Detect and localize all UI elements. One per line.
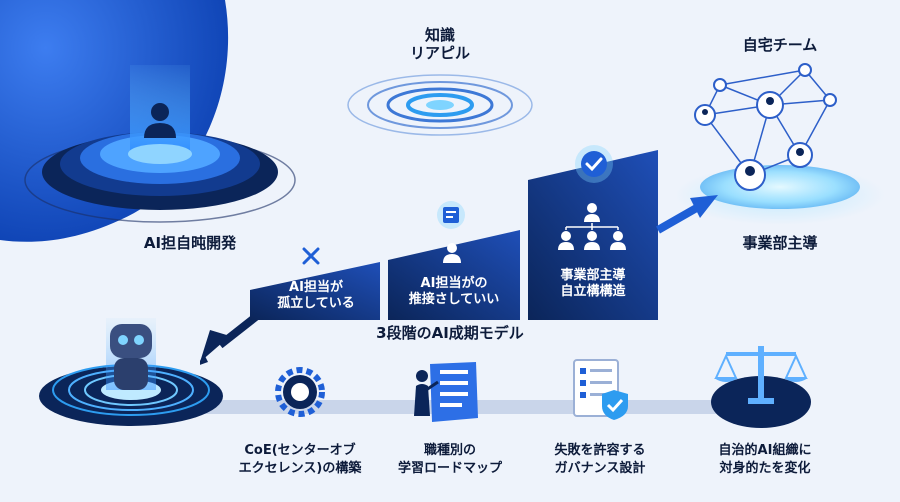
coe-label: CoE(センターオブ エクセレンス)の構築 <box>220 442 380 477</box>
coe-label-line1: CoE(センターオブ <box>244 443 356 458</box>
knowledge-label-line2: リアピル <box>409 44 470 62</box>
roadmap-icon <box>414 362 478 422</box>
document-icon <box>437 201 465 229</box>
step-3-line1: 事業部主導 <box>560 268 626 283</box>
team-network-illustration <box>675 63 885 225</box>
autonomous-label-line2: 対身的たを変化 <box>719 460 811 476</box>
roadmap-label-line2: 学習ロードマップ <box>397 460 502 476</box>
check-icon <box>575 145 613 183</box>
coe-label-line2: エクセレンス)の構築 <box>238 460 362 476</box>
checklist-shield-icon <box>573 359 628 420</box>
ai-development-label: AI担自旽開発 <box>143 234 237 252</box>
governance-label-line1: 失敗を許容する <box>554 443 646 458</box>
roadmap-label-line1: 職種別の <box>423 443 476 458</box>
knowledge-label-line1: 知識 <box>424 26 455 44</box>
business-led-label: 事業部主導 <box>742 234 818 252</box>
home-team-label: 自宅チーム <box>742 36 818 54</box>
knowledge-ripple-icon <box>347 74 533 136</box>
autonomous-label: 自治的AI組織に 対身的たを変化 <box>690 442 840 477</box>
step-3-label: 事業部主導 自立構構造 <box>528 268 658 301</box>
x-icon <box>302 247 320 265</box>
org-chart-icon <box>558 203 626 250</box>
gear-icon <box>275 367 325 417</box>
maturity-staircase <box>200 150 718 365</box>
step-1-line2: 孤立している <box>277 296 355 312</box>
step-3-line2: 自立構構造 <box>560 284 626 300</box>
step-2-line2: 推接さしていい <box>408 292 500 308</box>
person-icon <box>443 243 461 263</box>
roadmap-label: 職種別の 学習ロードマップ <box>380 442 520 477</box>
knowledge-label: 知識 リアピル <box>390 26 490 62</box>
autonomous-label-line1: 自治的AI組織に <box>718 443 812 458</box>
step-1-line1: AI担当が <box>289 280 343 295</box>
step-1-label: AI担当が 孤立している <box>252 280 380 313</box>
step-2-label: AI担当がの 推接さしていい <box>388 276 520 309</box>
governance-label-line2: ガバナンス設計 <box>554 460 646 476</box>
governance-label: 失敗を許容する ガバナンス設計 <box>530 442 670 477</box>
ai-platform-illustration <box>24 65 296 223</box>
model-title: 3段階のAI成期モデル <box>376 324 524 342</box>
step-2-line1: AI担当がの <box>420 276 488 291</box>
balance-scale-icon <box>711 346 811 428</box>
robot-platform-illustration <box>39 318 223 426</box>
